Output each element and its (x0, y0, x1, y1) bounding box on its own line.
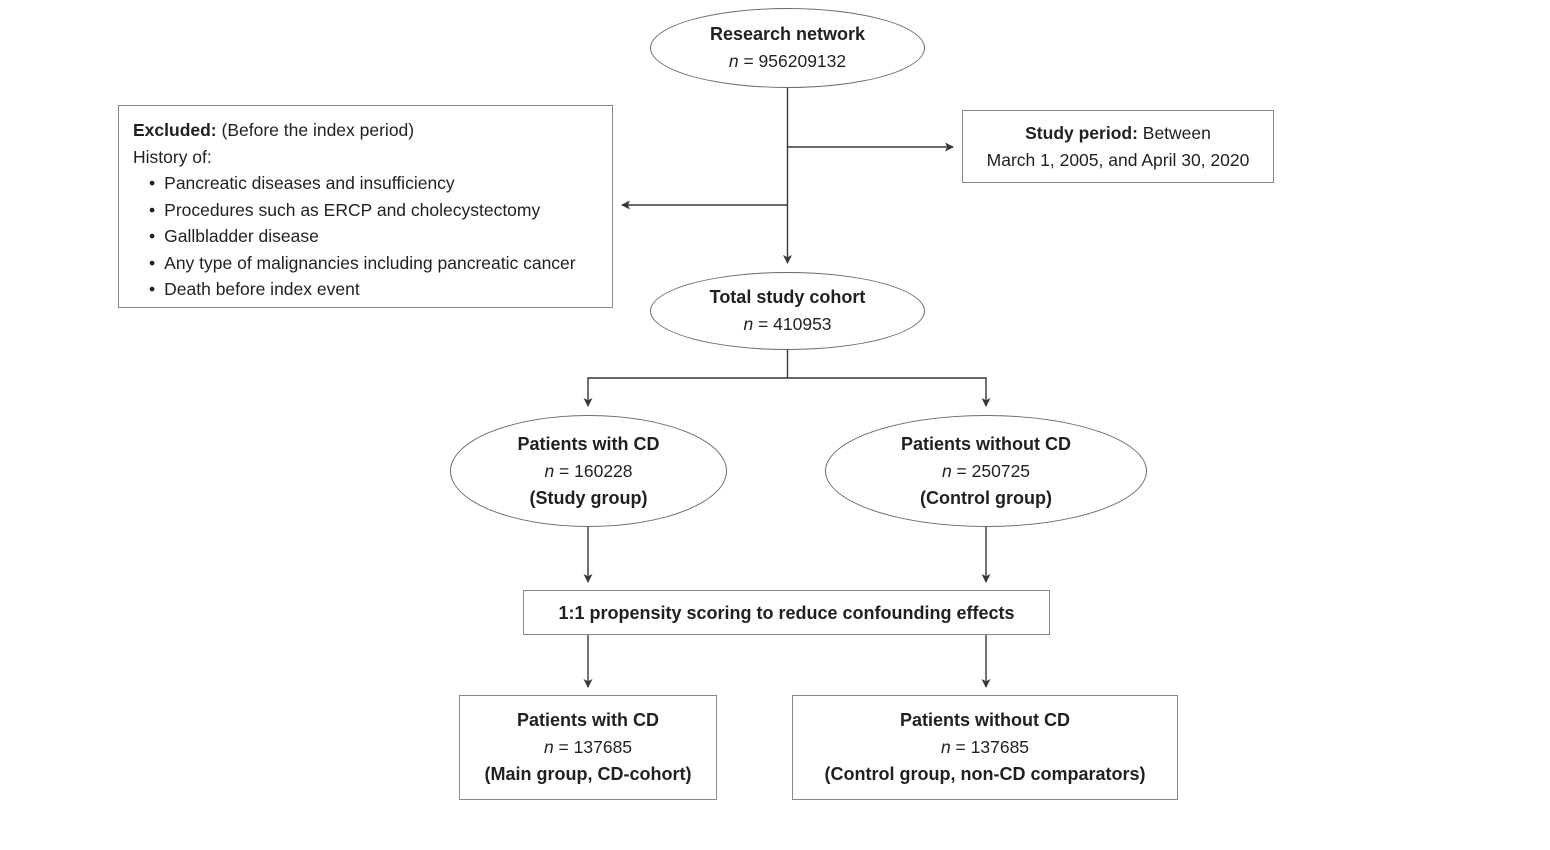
excluded-label-rest: (Before the index period) (216, 120, 415, 140)
n-count: n = 160228 (544, 458, 632, 485)
study-period-label: Study period: (1025, 122, 1138, 143)
n-symbol: n (543, 737, 554, 757)
study-period-rest: Between (1137, 122, 1211, 143)
research-network-ellipse: Research network n = 956209132 (650, 8, 925, 88)
n-symbol: n (544, 460, 555, 481)
node-subtitle: (Study group) (529, 487, 648, 508)
propensity-label: 1:1 propensity scoring to reduce confoun… (558, 602, 1015, 623)
excluded-header: Excluded: (Before the index period) (133, 117, 414, 144)
n-symbol: n (941, 460, 952, 481)
equals-sign: = (554, 460, 575, 481)
bullet-glyph: • (149, 279, 156, 299)
bullet-glyph: • (149, 226, 156, 246)
list-item: • Pancreatic diseases and insufficiency (149, 170, 576, 197)
node-subtitle: (Main group, CD-cohort) (484, 764, 692, 784)
history-of-label: History of: (133, 146, 212, 167)
node-title: Patients without CD (900, 710, 1070, 730)
n-value: 956209132 (758, 51, 847, 71)
bullet-glyph: • (149, 173, 156, 193)
n-value: 410953 (773, 314, 832, 334)
excluded-box: Excluded: (Before the index period) Hist… (118, 105, 613, 308)
node-title: Patients without CD (901, 433, 1071, 454)
main-group-box: Patients with CD n = 137685 (Main group,… (459, 695, 717, 800)
node-title: Patients with CD (517, 433, 660, 454)
n-value: 137685 (970, 737, 1030, 757)
list-item-label: Any type of malignancies including pancr… (164, 252, 576, 273)
equals-sign: = (950, 737, 971, 757)
control-group-box: Patients without CD n = 137685 (Control … (792, 695, 1178, 800)
equals-sign: = (753, 314, 774, 334)
excluded-label: Excluded: (133, 120, 217, 140)
n-count: n = 250725 (942, 458, 1030, 485)
n-symbol: n (728, 51, 739, 71)
n-value: 250725 (971, 460, 1031, 481)
bullet-glyph: • (149, 199, 156, 220)
n-value: 137685 (573, 737, 633, 757)
list-item: • Any type of malignancies including panc… (149, 250, 576, 277)
node-title: Patients with CD (516, 710, 659, 730)
study-period-line1: Study period: Between (1025, 120, 1211, 147)
node-subtitle: (Control group) (920, 487, 1052, 508)
node-subtitle: (Control group, non-CD comparators) (824, 764, 1146, 784)
list-item: • Death before index event (149, 276, 576, 303)
list-item-label: Procedures such as ERCP and cholecystect… (164, 199, 541, 220)
n-symbol: n (743, 314, 754, 334)
list-item: • Gallbladder disease (149, 223, 576, 250)
non-cd-group-ellipse: Patients without CD n = 250725 (Control … (825, 415, 1147, 527)
n-count: n = 410953 (743, 311, 831, 338)
n-count: n = 137685 (544, 734, 632, 761)
equals-sign: = (738, 51, 759, 71)
n-count: n = 137685 (941, 734, 1029, 761)
equals-sign: = (553, 737, 574, 757)
total-cohort-ellipse: Total study cohort n = 410953 (650, 272, 925, 350)
list-item-label: Death before index event (164, 279, 360, 299)
n-count: n = 956209132 (729, 48, 846, 75)
node-title: Total study cohort (709, 287, 866, 307)
node-title: Research network (709, 24, 866, 44)
list-item: • Procedures such as ERCP and cholecystec… (149, 197, 576, 224)
n-value: 160228 (574, 460, 633, 481)
list-item-label: Gallbladder disease (164, 226, 319, 246)
bullet-glyph: • (149, 252, 156, 273)
study-period-box: Study period: Between March 1, 2005, and… (962, 110, 1274, 183)
n-symbol: n (940, 737, 951, 757)
equals-sign: = (951, 460, 972, 481)
study-period-line2: March 1, 2005, and April 30, 2020 (986, 149, 1250, 170)
cd-group-ellipse: Patients with CD n = 160228 (Study group… (450, 415, 727, 527)
list-item-label: Pancreatic diseases and insufficiency (164, 173, 455, 193)
excluded-list: • Pancreatic diseases and insufficiency •… (149, 170, 576, 303)
propensity-box: 1:1 propensity scoring to reduce confoun… (523, 590, 1050, 635)
